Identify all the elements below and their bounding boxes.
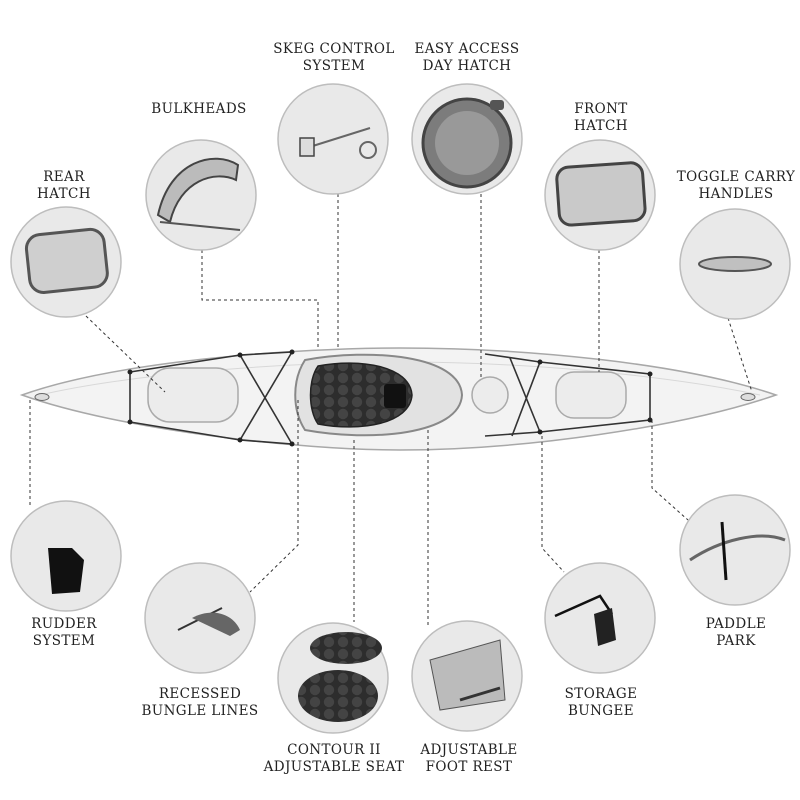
rear-hatch-cover xyxy=(147,367,239,423)
label-skeg-control: SKEG CONTROL SYSTEM xyxy=(273,41,395,74)
detail-foot-rest xyxy=(411,620,523,732)
detail-recessed-bungee xyxy=(144,562,256,674)
label-storage-bungee: STORAGE BUNGEE xyxy=(564,686,638,719)
detail-storage-bungee xyxy=(544,562,656,674)
cockpit-seat xyxy=(309,362,413,428)
detail-paddle-park xyxy=(679,494,791,606)
label-paddle-park: PADDLE PARK xyxy=(705,616,767,649)
label-rudder-system: RUDDER SYSTEM xyxy=(31,616,97,649)
front-toggle-handle xyxy=(740,393,756,401)
kayak-hull xyxy=(19,347,779,451)
detail-toggle-handle xyxy=(679,208,791,320)
front-hatch-cover xyxy=(555,371,627,419)
label-bulkheads: BULKHEADS xyxy=(151,101,247,117)
label-adjustable-foot-rest: ADJUSTABLE FOOT REST xyxy=(420,742,518,775)
label-front-hatch: FRONT HATCH xyxy=(574,101,628,134)
detail-skeg-control xyxy=(277,83,389,195)
label-rear-hatch: REAR HATCH xyxy=(37,169,91,202)
label-toggle-carry-handles: TOGGLE CARRY HANDLES xyxy=(676,169,796,202)
leader-lines xyxy=(29,194,753,625)
day-hatch-cover xyxy=(471,376,509,414)
label-easy-access-day-hatch: EASY ACCESS DAY HATCH xyxy=(414,41,520,74)
detail-bulkheads xyxy=(145,139,257,251)
label-contour-seat: CONTOUR II ADJUSTABLE SEAT xyxy=(263,742,405,775)
detail-rudder xyxy=(10,500,122,612)
label-recessed-bungee-lines: RECESSED BUNGLE LINES xyxy=(141,686,259,719)
detail-day-hatch xyxy=(411,83,523,195)
detail-rear-hatch xyxy=(10,206,122,318)
rear-toggle-handle xyxy=(34,393,50,401)
detail-contour-seat xyxy=(277,622,389,734)
detail-front-hatch xyxy=(544,139,656,251)
